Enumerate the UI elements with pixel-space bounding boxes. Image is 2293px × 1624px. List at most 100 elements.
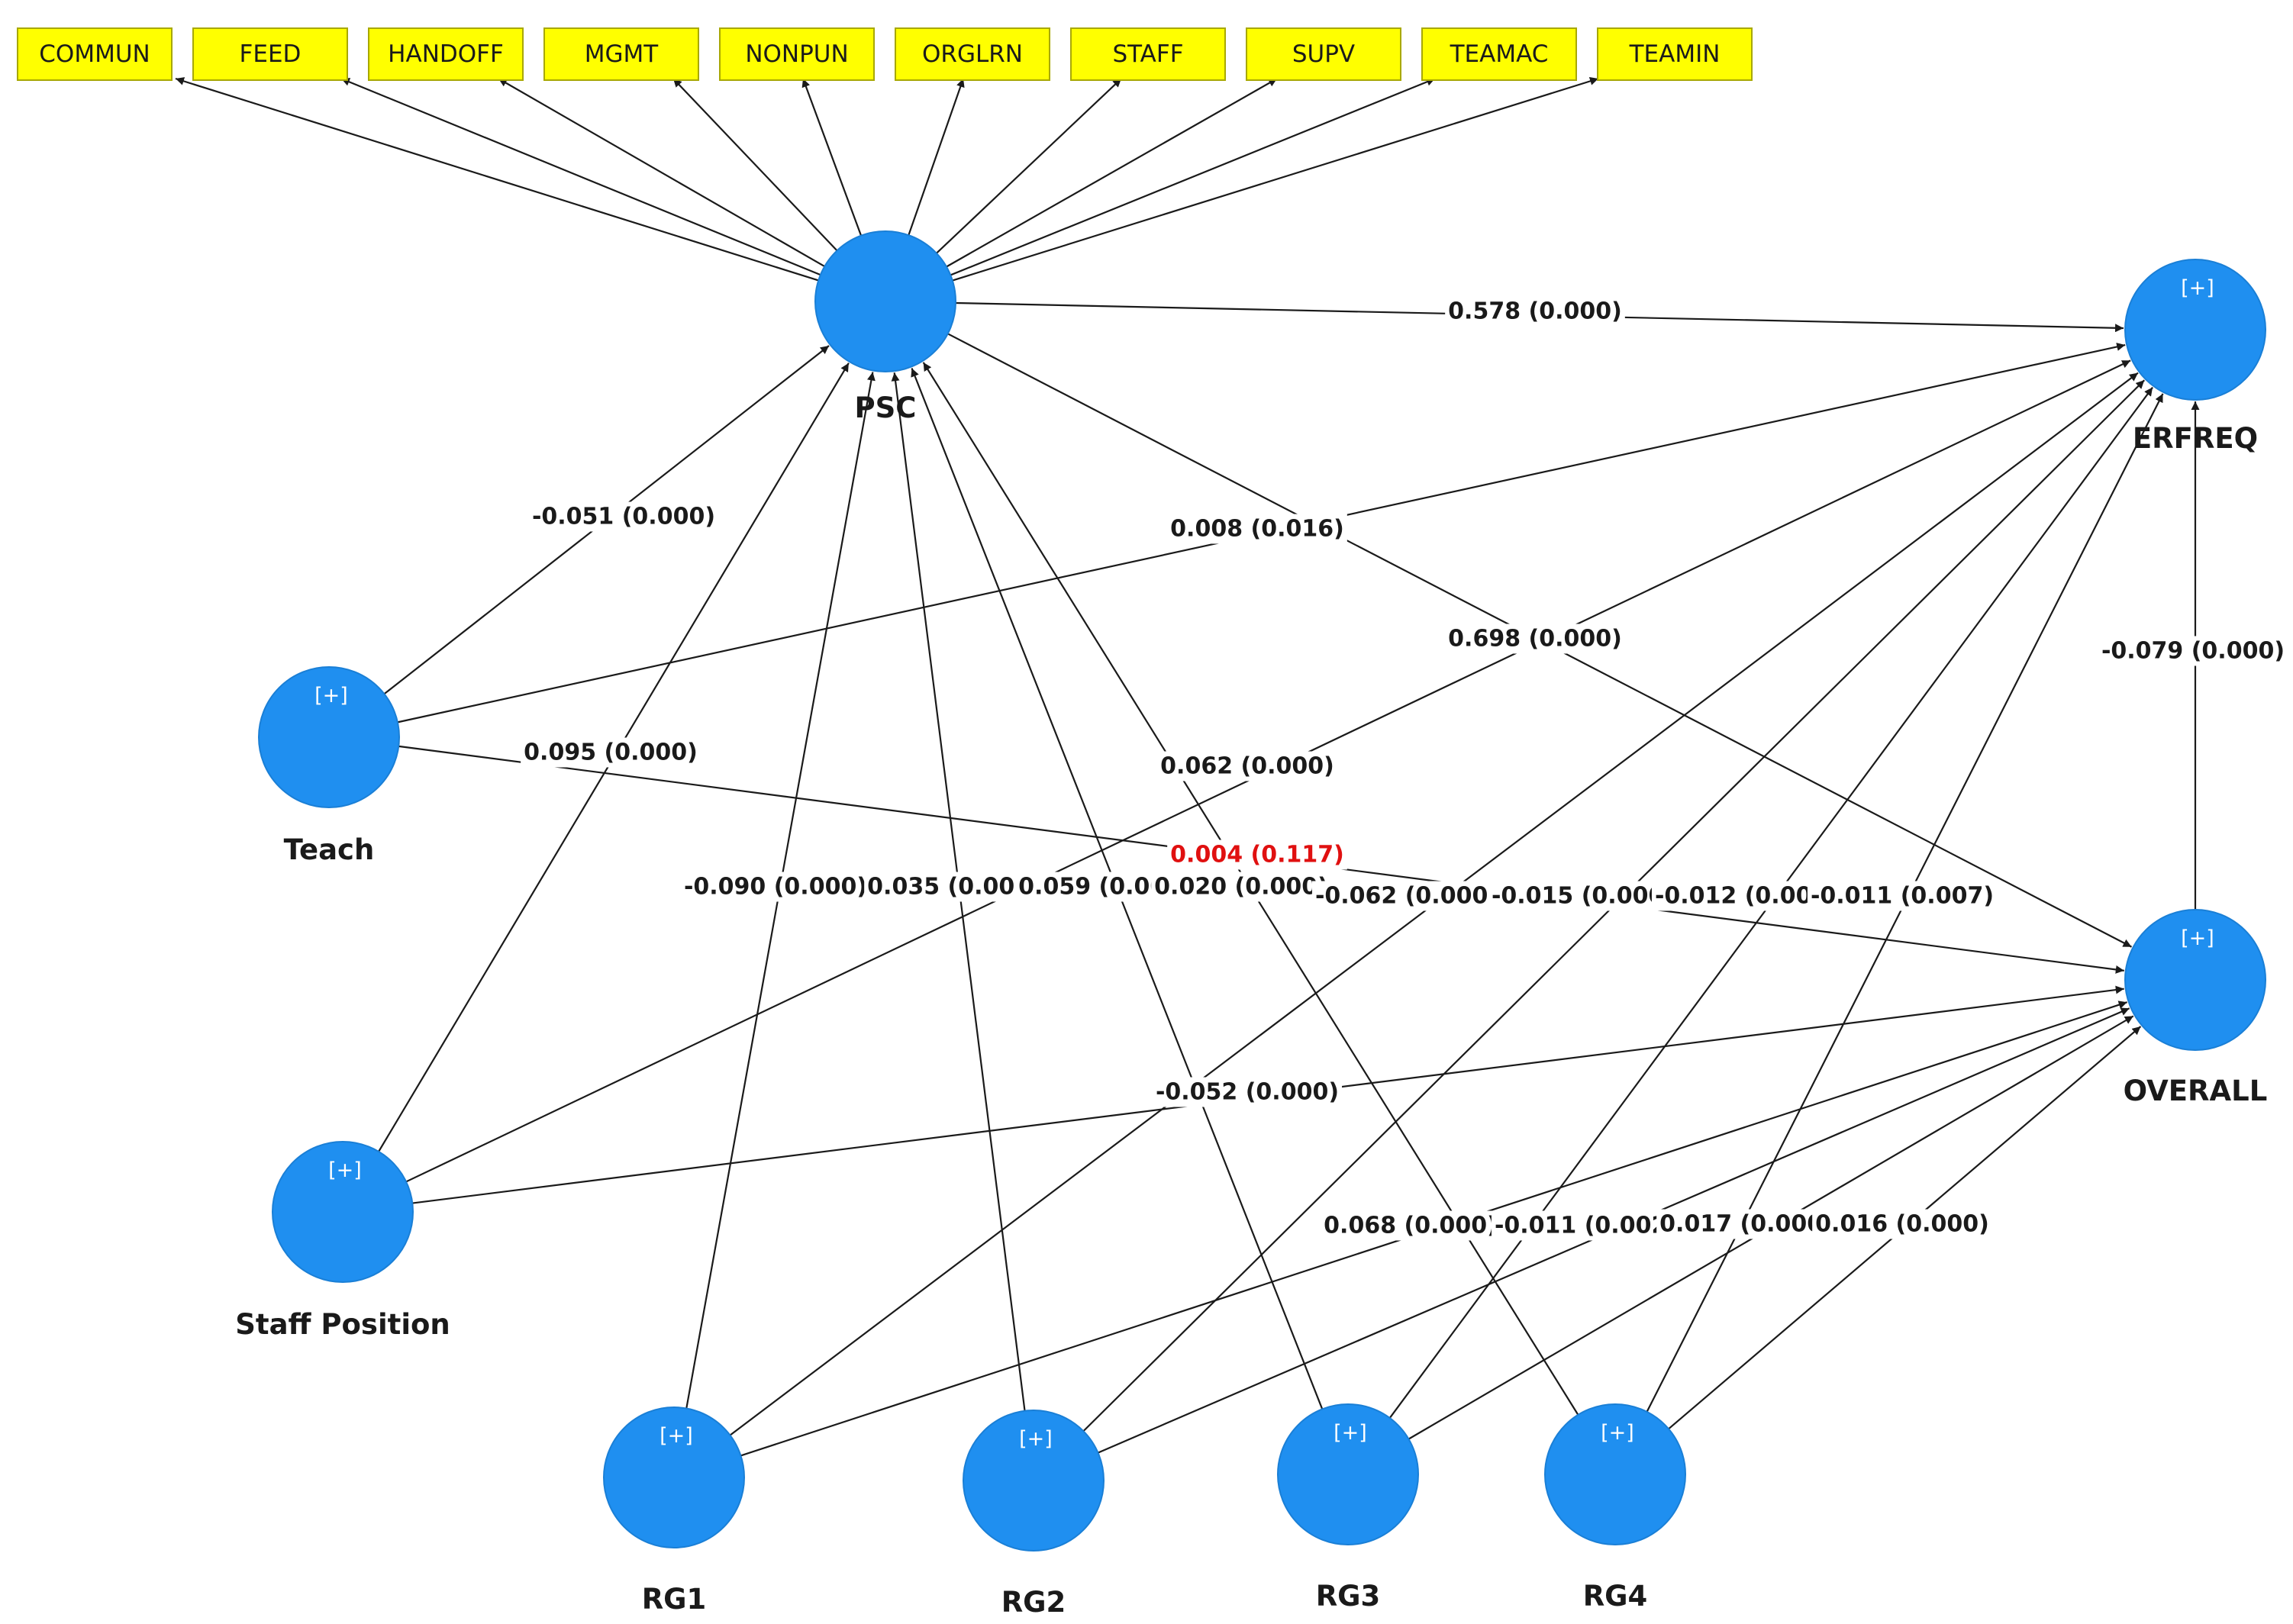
construct-label: RG1: [642, 1583, 707, 1616]
construct-circle[interactable]: [272, 1141, 414, 1283]
expand-toggle[interactable]: [+]: [1019, 1427, 1053, 1451]
construct-psc[interactable]: PSC: [814, 230, 956, 424]
path-coefficient-label: 0.035 (0.000): [864, 872, 1044, 902]
expand-toggle[interactable]: [+]: [660, 1424, 693, 1448]
construct-teach[interactable]: [+]Teach: [258, 666, 400, 866]
construct-circle[interactable]: [603, 1406, 745, 1548]
path-coefficient-text: -0.015 (0.000): [1492, 883, 1675, 910]
indicator-mgmt[interactable]: MGMT: [543, 27, 699, 81]
construct-rg1[interactable]: [+] RG1: [603, 1406, 745, 1616]
construct-circle[interactable]: [2124, 259, 2266, 401]
loading-arrow-teamac: [950, 77, 1436, 276]
loading-arrow-orglrn: [908, 78, 965, 236]
expand-toggle[interactable]: [+]: [2181, 926, 2214, 950]
indicator-label: ORGLRN: [922, 40, 1023, 68]
loading-arrow-handoff: [498, 78, 825, 268]
path-coefficient-label: 0.068 (0.000): [1321, 1210, 1501, 1241]
path-coefficient-label: -0.079 (0.000): [2098, 636, 2288, 666]
indicator-box: [1597, 27, 1753, 81]
construct-erfreq[interactable]: [+] ERFREQ: [2124, 259, 2266, 455]
label-background: [864, 872, 1044, 902]
indicator-orglrn[interactable]: ORGLRN: [895, 27, 1050, 81]
indicator-box: [895, 27, 1050, 81]
construct-label: RG3: [1316, 1580, 1381, 1613]
indicator-feed[interactable]: FEED: [192, 27, 348, 81]
construct-circle[interactable]: [1277, 1403, 1419, 1545]
label-background: [1656, 1209, 1837, 1239]
path-coefficient-text: 0.062 (0.000): [1160, 753, 1334, 780]
path-coefficient-label: 0.698 (0.000): [1445, 624, 1625, 654]
path-coefficient-label: -0.015 (0.000): [1488, 881, 1679, 911]
construct-circle[interactable]: [963, 1410, 1105, 1552]
construct-circle[interactable]: [814, 230, 956, 372]
path-coefficient-label: 0.062 (0.000): [1157, 751, 1337, 781]
label-background: [1151, 872, 1331, 902]
construct-rg2[interactable]: [+] RG2: [963, 1410, 1105, 1619]
indicator-label: COMMUN: [39, 40, 150, 68]
path-coefficient-label: 0.578 (0.000): [1445, 296, 1625, 327]
label-background: [1807, 881, 1998, 911]
path-coefficient-label: -0.062 (0.000): [1311, 881, 1502, 911]
construct-circle[interactable]: [2124, 909, 2266, 1051]
expand-toggle[interactable]: [+]: [314, 684, 348, 707]
path-coefficient-text: 0.017 (0.000): [1659, 1211, 1833, 1238]
path-coefficient-text: -0.011 (0.002): [1495, 1213, 1678, 1239]
label-background: [1812, 1209, 1992, 1239]
path-coefficient-label: 0.017 (0.000): [1656, 1209, 1837, 1239]
indicator-box: [17, 27, 173, 81]
construct-label: Staff Position: [235, 1308, 450, 1341]
construct-label: ERFREQ: [2133, 422, 2258, 455]
indicator-handoff[interactable]: HANDOFF: [368, 27, 524, 81]
nodes-layer: PSC[+]ERFREQ[+]OVERALL[+]Teach[+]Staff P…: [235, 230, 2268, 1619]
construct-label: PSC: [855, 392, 917, 424]
construct-overall[interactable]: [+]OVERALL: [2124, 909, 2268, 1107]
path-coefficient-text: -0.011 (0.007): [1811, 883, 1994, 910]
label-background: [1491, 1210, 1682, 1241]
label-background: [680, 872, 871, 902]
path-coefficient-text: 0.578 (0.000): [1448, 298, 1622, 325]
path-coefficient-text: -0.079 (0.000): [2101, 638, 2285, 665]
construct-label: RG2: [1001, 1586, 1066, 1619]
indicator-box: [192, 27, 348, 81]
path-coefficient-text: 0.068 (0.000): [1324, 1213, 1498, 1239]
label-background: [1167, 839, 1347, 870]
indicator-box: [1246, 27, 1401, 81]
indicator-teamac[interactable]: TEAMAC: [1421, 27, 1577, 81]
indicator-supv[interactable]: SUPV: [1246, 27, 1401, 81]
label-background: [521, 737, 701, 768]
path-coefficient-text: -0.062 (0.000): [1315, 883, 1498, 910]
indicator-label: TEAMAC: [1450, 40, 1549, 68]
indicator-box: [719, 27, 875, 81]
indicator-nonpun[interactable]: NONPUN: [719, 27, 875, 81]
expand-toggle[interactable]: [+]: [1601, 1421, 1634, 1445]
indicator-commun[interactable]: COMMUN: [17, 27, 173, 81]
path-coefficient-text: 0.008 (0.016): [1170, 516, 1344, 543]
indicator-staff[interactable]: STAFF: [1070, 27, 1226, 81]
indicator-box: [1070, 27, 1226, 81]
path-coefficient-label: -0.052 (0.000): [1152, 1077, 1343, 1107]
path-coefficient-text: 0.004 (0.117): [1170, 842, 1344, 868]
construct-staffpos[interactable]: [+] Staff Position: [235, 1141, 450, 1341]
construct-circle[interactable]: [1544, 1403, 1686, 1545]
indicator-label: FEED: [240, 40, 302, 68]
expand-toggle[interactable]: [+]: [328, 1158, 362, 1182]
expand-toggle[interactable]: [+]: [2181, 276, 2214, 300]
path-coefficient-label: 0.095 (0.000): [521, 737, 701, 768]
indicator-teamin[interactable]: TEAMIN: [1597, 27, 1753, 81]
path-coefficient-text: 0.020 (0.000): [1154, 874, 1328, 901]
label-background: [1445, 624, 1625, 654]
construct-rg4[interactable]: [+]RG4: [1544, 1403, 1686, 1613]
indicator-label: STAFF: [1112, 40, 1183, 68]
path-coefficient-text: -0.090 (0.000): [684, 874, 867, 901]
path-coefficient-text: 0.698 (0.000): [1448, 626, 1622, 652]
loading-arrow-mgmt: [672, 78, 838, 252]
loading-arrow-staff: [936, 78, 1122, 254]
expand-toggle[interactable]: [+]: [1334, 1421, 1367, 1445]
construct-rg3[interactable]: [+] RG3: [1277, 1403, 1419, 1613]
path-coefficient-text: -0.052 (0.000): [1156, 1079, 1339, 1106]
label-background: [1167, 514, 1347, 544]
construct-circle[interactable]: [258, 666, 400, 808]
path-coefficient-label: -0.051 (0.000): [528, 501, 719, 532]
label-background: [1311, 881, 1502, 911]
